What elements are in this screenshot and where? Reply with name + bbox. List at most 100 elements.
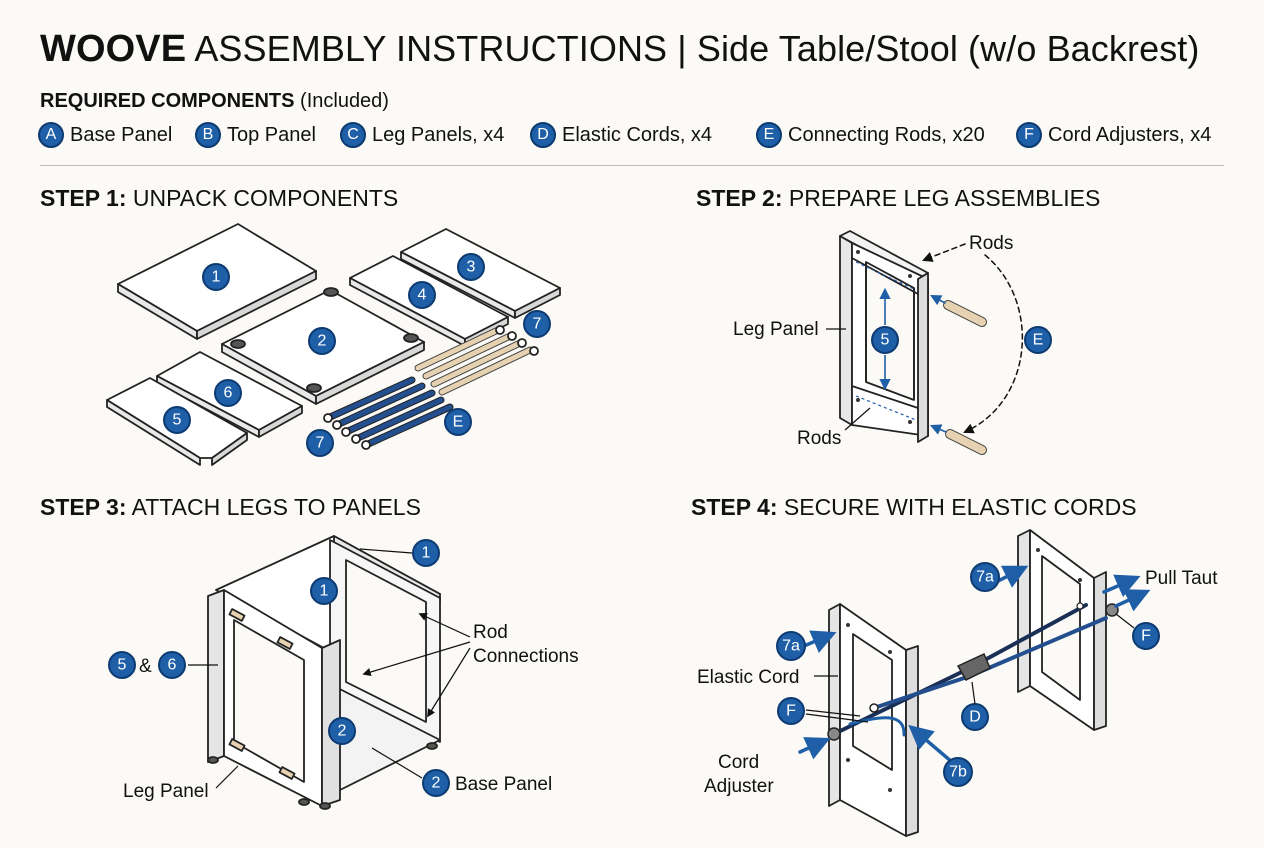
part-cords-blue: [323, 376, 454, 450]
step4-num: STEP 4:: [691, 494, 778, 520]
label-rod: Rod: [473, 622, 508, 643]
component-e: E Connecting Rods, x20: [756, 122, 985, 148]
component-c: C Leg Panels, x4: [340, 122, 504, 148]
svg-text:7: 7: [316, 435, 325, 452]
label-leg-panel: Leg Panel: [733, 319, 819, 340]
callout-7-top: 7: [523, 310, 551, 338]
header-divider: [40, 165, 1224, 166]
step2-num: STEP 2:: [696, 185, 783, 211]
svg-text:7a: 7a: [976, 569, 994, 586]
svg-text:F: F: [786, 703, 796, 720]
step3-labels: 1 1 5 & 6 Rod Connections 2 2 Base Panel…: [108, 539, 579, 802]
step2-labels: Rods Leg Panel Rods 5 E: [733, 233, 1052, 449]
callout-6: 6: [214, 379, 242, 407]
step2-rods: [922, 243, 1024, 455]
component-label: Base Panel: [70, 123, 173, 146]
step4-cords: [798, 565, 1151, 764]
component-letter: A: [38, 122, 64, 148]
svg-text:F: F: [1141, 628, 1151, 645]
components-list: A Base Panel B Top Panel C Leg Panels, x…: [38, 122, 1228, 154]
component-letter: C: [340, 122, 366, 148]
step2-text: PREPARE LEG ASSEMBLIES: [788, 185, 1101, 211]
callout-legs-5: 5: [108, 651, 136, 679]
component-a: A Base Panel: [38, 122, 172, 148]
svg-text:3: 3: [467, 259, 476, 276]
component-label: Leg Panels, x4: [372, 123, 505, 146]
callout-3: 3: [457, 253, 485, 281]
component-letter: E: [756, 122, 782, 148]
callout-5: 5: [871, 326, 899, 354]
label-base-panel: Base Panel: [455, 774, 552, 795]
label-rods-top: Rods: [969, 233, 1013, 254]
title-text: ASSEMBLY INSTRUCTIONS | Side Table/Stool…: [194, 28, 1200, 69]
callout-1-side: 1: [412, 539, 440, 567]
component-label: Connecting Rods, x20: [788, 123, 985, 146]
label-pull-taut: Pull Taut: [1145, 568, 1218, 589]
callout-legs-6: 6: [158, 651, 186, 679]
step3-text: ATTACH LEGS TO PANELS: [131, 494, 421, 520]
label-leg-panel: Leg Panel: [123, 781, 209, 802]
step1-callouts: 1 2 3 4 5 6 7 7 E: [163, 253, 551, 457]
step4-title: STEP 4: SECURE WITH ELASTIC CORDS: [691, 494, 1137, 521]
step1-text: UNPACK COMPONENTS: [132, 185, 399, 211]
svg-text:7a: 7a: [782, 638, 800, 655]
callout-e: E: [444, 408, 472, 436]
svg-text:4: 4: [418, 287, 427, 304]
component-label: Cord Adjusters, x4: [1048, 123, 1212, 146]
step4-frames: [828, 529, 1107, 837]
label-connections: Connections: [473, 646, 579, 667]
callout-d: D: [961, 703, 989, 731]
step2-title: STEP 2: PREPARE LEG ASSEMBLIES: [696, 185, 1100, 212]
label-cord: Cord: [718, 752, 759, 773]
svg-text:1: 1: [320, 583, 329, 600]
svg-text:5: 5: [881, 332, 890, 349]
svg-text:7: 7: [533, 316, 542, 333]
svg-text:6: 6: [224, 385, 233, 402]
svg-text:1: 1: [212, 269, 221, 286]
callout-f-left: F: [777, 697, 805, 725]
brand-name: WOOVE: [40, 28, 187, 70]
svg-text:1: 1: [422, 545, 431, 562]
svg-text:D: D: [969, 709, 981, 726]
svg-text:E: E: [1033, 332, 1044, 349]
callout-7-bottom: 7: [306, 429, 334, 457]
part-leg-panel-6: [156, 351, 303, 438]
callout-7b: 7b: [943, 757, 973, 787]
callout-7a-left: 7a: [776, 631, 806, 661]
component-letter: D: [530, 122, 556, 148]
callout-1: 1: [202, 263, 230, 291]
component-b: B Top Panel: [195, 122, 316, 148]
component-letter: F: [1016, 122, 1042, 148]
callout-2-label: 2: [422, 769, 450, 797]
component-f: F Cord Adjusters, x4: [1016, 122, 1211, 148]
component-d: D Elastic Cords, x4: [530, 122, 712, 148]
callout-5: 5: [163, 406, 191, 434]
svg-text:2: 2: [432, 775, 441, 792]
callout-2-base: 2: [328, 717, 356, 745]
component-label: Top Panel: [227, 123, 316, 146]
label-rods-bottom: Rods: [797, 428, 841, 449]
step3-num: STEP 3:: [40, 494, 127, 520]
callout-f-right: F: [1132, 622, 1160, 650]
step4-labels: 7a 7a Pull Taut F Elastic Cord F D 7b Co…: [697, 562, 1218, 797]
part-rods-beige: [414, 325, 539, 396]
label-adjuster: Adjuster: [704, 776, 774, 797]
callout-7a-top: 7a: [970, 562, 1000, 592]
step3-title: STEP 3: ATTACH LEGS TO PANELS: [40, 494, 421, 521]
components-heading: REQUIRED COMPONENTS (Included): [40, 90, 389, 113]
callout-1-top: 1: [310, 577, 338, 605]
callout-e: E: [1024, 326, 1052, 354]
svg-text:E: E: [453, 414, 464, 431]
svg-text:5: 5: [118, 657, 127, 674]
page-title: WOOVE ASSEMBLY INSTRUCTIONS | Side Table…: [40, 28, 1200, 71]
step1-title: STEP 1: UNPACK COMPONENTS: [40, 185, 398, 212]
step3-assembly: [207, 535, 441, 810]
component-letter: B: [195, 122, 221, 148]
callout-2: 2: [308, 327, 336, 355]
svg-text:5: 5: [173, 412, 182, 429]
components-heading-note: (Included): [300, 90, 389, 112]
label-elastic-cord: Elastic Cord: [697, 667, 799, 688]
components-heading-bold: REQUIRED COMPONENTS: [40, 90, 295, 112]
svg-text:2: 2: [318, 333, 327, 350]
